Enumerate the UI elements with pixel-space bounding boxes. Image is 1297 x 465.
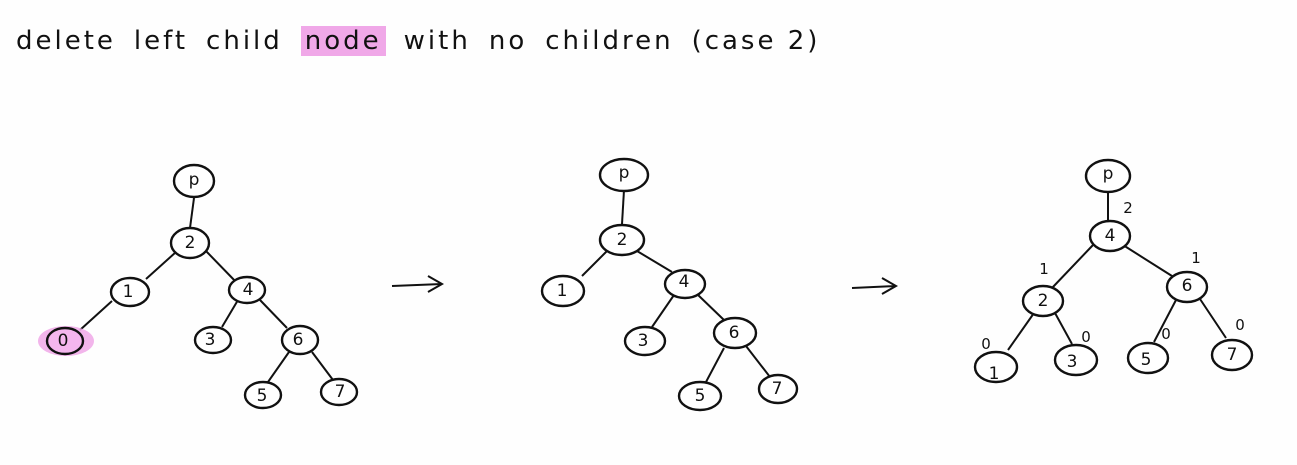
svg-text:0: 0 (58, 331, 69, 351)
tree-node-5: 5 (1126, 341, 1170, 375)
edge-6-7 (745, 345, 771, 378)
edge-4-6 (259, 299, 288, 329)
balance-label: 0 (981, 335, 991, 353)
edge-4-2 (1051, 244, 1094, 289)
edge-p-2 (189, 197, 195, 229)
tree-node-4: 4 (227, 275, 267, 305)
tree-node-2: 2 (169, 226, 211, 260)
edge-6-5 (705, 347, 725, 383)
tree-node-2: 2 (598, 223, 646, 257)
tree-node-0-deleted: 0 (45, 326, 85, 356)
edge-1-0 (79, 300, 113, 331)
edge-2-3 (1054, 312, 1073, 345)
tree-node-7: 7 (1210, 338, 1254, 372)
svg-text:4: 4 (1105, 226, 1116, 246)
svg-text:5: 5 (695, 386, 706, 406)
title-word: no (488, 26, 528, 56)
balance-label: 1 (1039, 260, 1049, 278)
tree-before: p 2 1 0 4 3 6 5 7 (38, 163, 359, 410)
svg-text:6: 6 (729, 323, 740, 343)
svg-text:7: 7 (335, 382, 346, 402)
tree-node-1: 1 (109, 276, 151, 308)
edge-2-4 (636, 250, 673, 273)
edge-4-3 (221, 299, 239, 328)
balance-label: 2 (1123, 199, 1133, 217)
balance-label: 0 (1235, 316, 1245, 334)
tree-node-7: 7 (757, 373, 799, 405)
svg-text:1: 1 (557, 281, 568, 301)
title-highlighted-word: node (300, 26, 386, 56)
tree-node-5: 5 (243, 380, 283, 410)
tree-rebalanced: p 4 2 6 1 3 5 7 2 1 1 0 0 0 0 (973, 158, 1254, 384)
edge-4-6 (1122, 244, 1173, 277)
tree-node-6: 6 (712, 316, 758, 350)
balance-label: 0 (1161, 325, 1171, 343)
svg-text:7: 7 (772, 379, 783, 399)
edge-2-1 (1007, 312, 1035, 351)
tree-node-3: 3 (1053, 343, 1099, 377)
svg-text:1: 1 (989, 364, 1000, 384)
svg-text:3: 3 (1067, 352, 1078, 372)
edge-4-3 (651, 294, 675, 328)
tree-node-p: p (598, 157, 650, 193)
svg-text:2: 2 (1038, 291, 1049, 311)
edge-6-7 (1199, 298, 1227, 339)
svg-text:4: 4 (679, 272, 690, 292)
svg-text:p: p (1103, 164, 1114, 184)
tree-node-p: p (172, 163, 216, 199)
svg-text:6: 6 (293, 330, 304, 350)
tree-node-2: 2 (1021, 284, 1065, 318)
title-word: child (206, 26, 283, 56)
svg-text:2: 2 (185, 233, 196, 253)
svg-text:p: p (619, 163, 630, 183)
edge-2-1 (581, 250, 608, 277)
tree-node-p: p (1084, 158, 1132, 194)
tree-node-1: 1 (540, 274, 586, 308)
svg-text:4: 4 (243, 280, 254, 300)
svg-text:1: 1 (123, 282, 134, 302)
title-word: children (545, 26, 674, 56)
tree-node-3: 3 (623, 325, 667, 357)
svg-text:3: 3 (638, 331, 649, 351)
edge-6-5 (267, 351, 290, 383)
title-word: delete (16, 26, 116, 56)
svg-text:5: 5 (1141, 350, 1152, 370)
svg-text:2: 2 (617, 230, 628, 250)
svg-text:3: 3 (205, 330, 216, 350)
title-word: with (403, 26, 471, 56)
tree-node-6: 6 (1165, 270, 1209, 304)
tree-node-4: 4 (1088, 219, 1132, 253)
edge-6-7 (311, 351, 334, 381)
edge-p-2 (621, 189, 625, 225)
tree-node-1: 1 (973, 350, 1019, 384)
svg-text:7: 7 (1227, 345, 1238, 365)
edge-6-5 (1153, 299, 1177, 343)
tree-node-5: 5 (677, 380, 723, 412)
tree-after-delete: p 2 1 4 3 6 5 7 (540, 157, 799, 412)
svg-text:p: p (189, 170, 200, 190)
arrow-right-icon (851, 277, 899, 295)
tree-node-7: 7 (319, 377, 359, 407)
tree-node-4: 4 (663, 268, 707, 300)
tree-node-6: 6 (280, 324, 320, 356)
balance-label: 0 (1081, 328, 1091, 346)
tree-node-3: 3 (193, 325, 233, 355)
title-word: (case 2) (691, 26, 821, 56)
balance-label: 1 (1191, 249, 1201, 267)
edge-2-1 (145, 251, 177, 280)
svg-text:5: 5 (257, 386, 268, 406)
title-word: left (133, 26, 189, 56)
svg-text:6: 6 (1182, 276, 1193, 296)
arrow-right-icon (391, 275, 445, 293)
edge-4-6 (696, 293, 725, 321)
edge-2-4 (204, 249, 239, 285)
